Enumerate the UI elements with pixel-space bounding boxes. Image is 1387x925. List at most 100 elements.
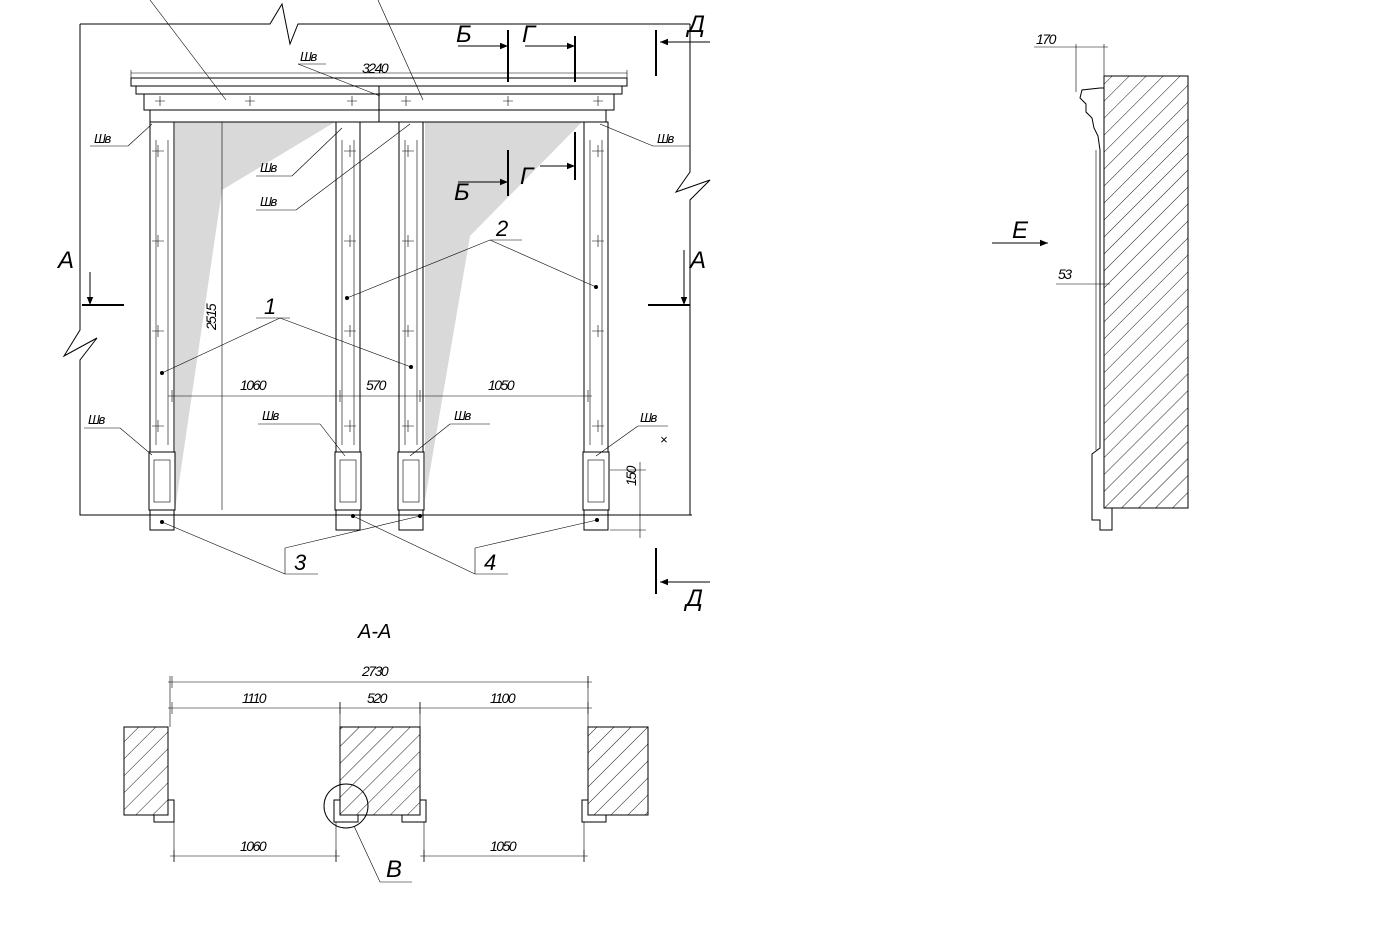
section-mark-b-bottom: Б — [454, 150, 509, 206]
section-mark-g-top: Г — [522, 21, 576, 82]
dim-1060-aa: 1060 — [240, 838, 267, 854]
pos2-dot-a — [345, 296, 349, 300]
shv-leader-7 — [409, 423, 451, 457]
dim-1050-aa: 1050 — [490, 838, 517, 854]
pos2-leader-b — [489, 239, 597, 288]
dim-2515: 2515 — [203, 303, 219, 331]
shv-leader-5 — [119, 427, 153, 456]
section-mark-a-left: А — [56, 247, 124, 306]
dim-2730: 2730 — [361, 663, 389, 679]
cornice-crosses — [155, 96, 603, 106]
pos3-dot-b — [418, 514, 422, 518]
shv-leader-2 — [599, 123, 654, 147]
dim-1110: 1110 — [242, 690, 267, 706]
aa-base-right — [581, 799, 607, 823]
section-d-top-letter: Д — [685, 11, 705, 38]
label-shv-7: Шв — [454, 408, 471, 423]
pos3-leader-b — [284, 515, 421, 549]
dim-1100: 1100 — [490, 690, 516, 706]
aa-wall-right — [587, 726, 649, 816]
position-1: 1 — [264, 294, 276, 319]
dim-3240: 3240 — [362, 60, 389, 76]
wall-break-right — [674, 24, 711, 515]
dim-1050-elev: 1050 — [488, 377, 515, 393]
position-2: 2 — [495, 216, 508, 241]
section-g-bottom-letter: Г — [520, 163, 535, 190]
dim-170: 170 — [1036, 31, 1057, 47]
detail-b-circle — [323, 783, 369, 829]
section-aa: А-А 2730 1110 520 1100 1060 1050 — [123, 621, 649, 883]
pos1-leader-a — [161, 317, 281, 374]
section-mark-d-bottom: Д — [655, 548, 710, 612]
aa-wall-left — [123, 726, 169, 816]
pos3-leader-a — [161, 521, 286, 575]
wall-break-top — [80, 2, 690, 46]
pos4-leader-a — [352, 515, 476, 575]
pos4-dot-b — [595, 518, 599, 522]
label-shv-8: Шв — [640, 410, 657, 425]
pilaster-left — [148, 121, 176, 531]
architrave — [149, 109, 607, 123]
section-g-top-letter: Г — [522, 21, 537, 48]
side-wall-hatch — [1103, 75, 1189, 509]
pos2-leader-a — [346, 239, 491, 299]
dim-1060-elev: 1060 — [240, 377, 267, 393]
pilaster-crosses — [152, 145, 604, 432]
aa-wall-center — [339, 726, 421, 816]
pilaster-right — [582, 121, 610, 531]
label-shv-6: Шв — [262, 408, 279, 423]
dim-53: 53 — [1058, 266, 1072, 282]
side-profile — [1079, 87, 1113, 531]
dim-570-elev: 570 — [366, 377, 387, 393]
section-mark-b-top: Б — [456, 21, 509, 82]
shv-leader-8 — [595, 425, 639, 457]
dim-chain-ticks — [171, 390, 589, 402]
section-mark-d-top: Д — [655, 11, 710, 76]
label-shv-4: Шв — [260, 194, 277, 209]
section-b-top-letter: Б — [456, 21, 472, 48]
leader-cornice-right — [377, 0, 424, 101]
section-b-bottom-letter: Б — [454, 179, 470, 206]
leader-cornice-left — [149, 0, 227, 101]
section-d-bottom-letter: Д — [683, 585, 703, 612]
pos4-leader-b — [474, 519, 598, 549]
pos1-leader-b — [279, 317, 412, 368]
leader-top-shv — [297, 63, 381, 97]
dim-150: 150 — [623, 465, 639, 486]
pos1-dot-b — [409, 365, 413, 369]
shv-leader-3 — [291, 127, 343, 177]
section-a-left-letter: А — [56, 247, 74, 274]
pos2-dot-b — [594, 285, 598, 289]
label-shv-top: Шв — [300, 49, 317, 64]
cross-mark: × — [660, 432, 667, 447]
position-3: 3 — [294, 550, 307, 575]
wall-break-left — [62, 24, 692, 516]
label-shv-1: Шв — [94, 131, 111, 146]
shv-leader-6 — [319, 423, 346, 457]
pos3-dot-a — [160, 520, 164, 524]
shv-leader-4 — [295, 123, 411, 211]
view-mark-e: Е — [1012, 217, 1029, 244]
shv-leader-1 — [127, 123, 153, 147]
aa-base-left — [153, 799, 175, 823]
pilaster-center-right — [397, 121, 425, 531]
label-shv-2: Шв — [657, 131, 674, 146]
label-shv-3: Шв — [260, 160, 277, 175]
front-elevation: Шв 3240 Шв Шв Шв Шв Шв Шв Шв Шв × — [56, 0, 711, 612]
section-a-right-letter: А — [688, 247, 706, 274]
dim-520: 520 — [367, 690, 388, 706]
pilaster-center-left — [334, 121, 362, 531]
detail-b-leader — [353, 825, 381, 883]
side-view: 170 53 Е — [992, 31, 1189, 531]
pos1-dot-a — [160, 371, 164, 375]
position-4: 4 — [484, 550, 496, 575]
section-mark-a-right: А — [648, 247, 706, 306]
section-aa-title: А-А — [357, 621, 391, 643]
section-mark-g-bottom: Г — [520, 132, 576, 190]
detail-mark-b: В — [386, 856, 402, 883]
shadow-left — [175, 122, 335, 510]
label-shv-5: Шв — [88, 412, 105, 427]
aa-base-center-left — [333, 799, 359, 823]
dim-aa-bot-ticks — [173, 850, 585, 862]
